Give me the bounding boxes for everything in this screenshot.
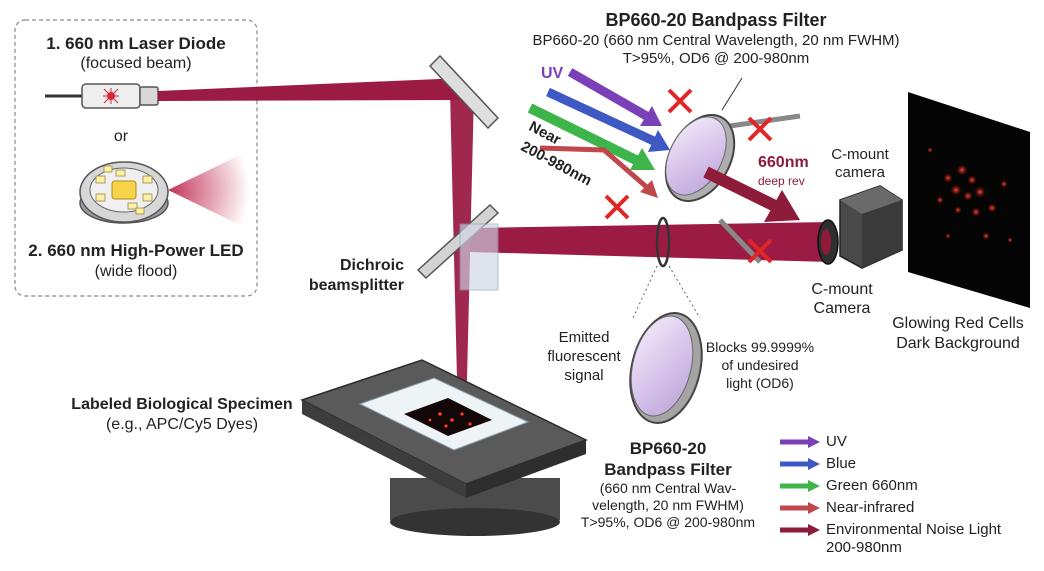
top-filter-title: BP660-20 Bandpass Filter	[605, 10, 827, 30]
emitted-signal-label: Emitted fluorescent signal	[547, 329, 621, 384]
arrow-icon	[780, 524, 820, 536]
camera-icon	[817, 185, 903, 269]
source-box	[14, 19, 258, 297]
led-module-icon	[79, 150, 250, 230]
incoming-uv-label: UV	[541, 65, 564, 82]
inline-filter-ring	[655, 216, 671, 268]
bandpass-filter-icon	[629, 312, 703, 424]
output-image	[908, 92, 1030, 308]
laser-subtitle: (focused beam)	[80, 55, 192, 72]
incoming-light-arrows	[527, 68, 801, 264]
mirror-icon	[428, 54, 500, 130]
output-caption: Glowing Red Cells Dark Background	[892, 315, 1024, 352]
blocks-label: Blocks 99.9999% of undesired light (OD6)	[705, 339, 815, 391]
led-subtitle: (wide flood)	[94, 263, 178, 280]
bottom-filter-title: BP660-20 Bandpass Filter	[604, 439, 732, 479]
laser-title: 1. 660 nm Laser Diode	[46, 34, 226, 53]
legend-item: 200-980nm	[826, 539, 902, 556]
legend-item: Near-infrared	[780, 499, 1042, 521]
pass-sublabel: deep rev	[758, 174, 805, 188]
camera-label-bottom: C-mount Camera	[811, 281, 873, 317]
legend: UV Blue Green 660nm Near-infrared Enviro…	[780, 433, 1042, 557]
beamsplitter-icon	[416, 203, 500, 291]
top-filter-spec-line2: T>95%, OD6 @ 200-980nm	[622, 50, 810, 67]
bottom-filter-spec: (660 nm Central Wav- velength, 20 nm FWH…	[580, 480, 756, 530]
arrow-icon	[780, 480, 820, 492]
legend-item: Green 660nm	[780, 477, 1042, 499]
legend-item: UV	[780, 433, 1042, 455]
arrow-icon	[780, 458, 820, 470]
arrow-icon	[780, 436, 820, 448]
dichroic-label: Dichroic beamsplitter	[308, 257, 404, 294]
led-title: 2. 660 nm High-Power LED	[28, 241, 244, 260]
microscope-stage-icon	[300, 359, 588, 536]
legend-item: Environmental Noise Light	[780, 521, 1042, 539]
laser-diode-icon	[45, 83, 159, 109]
bandpass-filter-icon	[664, 114, 736, 202]
camera-label-top: C-mount camera	[831, 146, 889, 181]
specimen-label: Labeled Biological Specimen (e.g., APC/C…	[71, 396, 293, 433]
legend-item: Blue	[780, 455, 1042, 477]
laser-beam	[158, 78, 462, 101]
block-cross-icon	[604, 88, 773, 264]
emission-beam	[470, 222, 830, 262]
pass-label: 660nm	[758, 154, 809, 171]
or-text: or	[113, 128, 129, 145]
top-filter-spec-line1: BP660-20 (660 nm Central Wavelength, 20 …	[532, 32, 900, 49]
arrow-icon	[780, 502, 820, 514]
